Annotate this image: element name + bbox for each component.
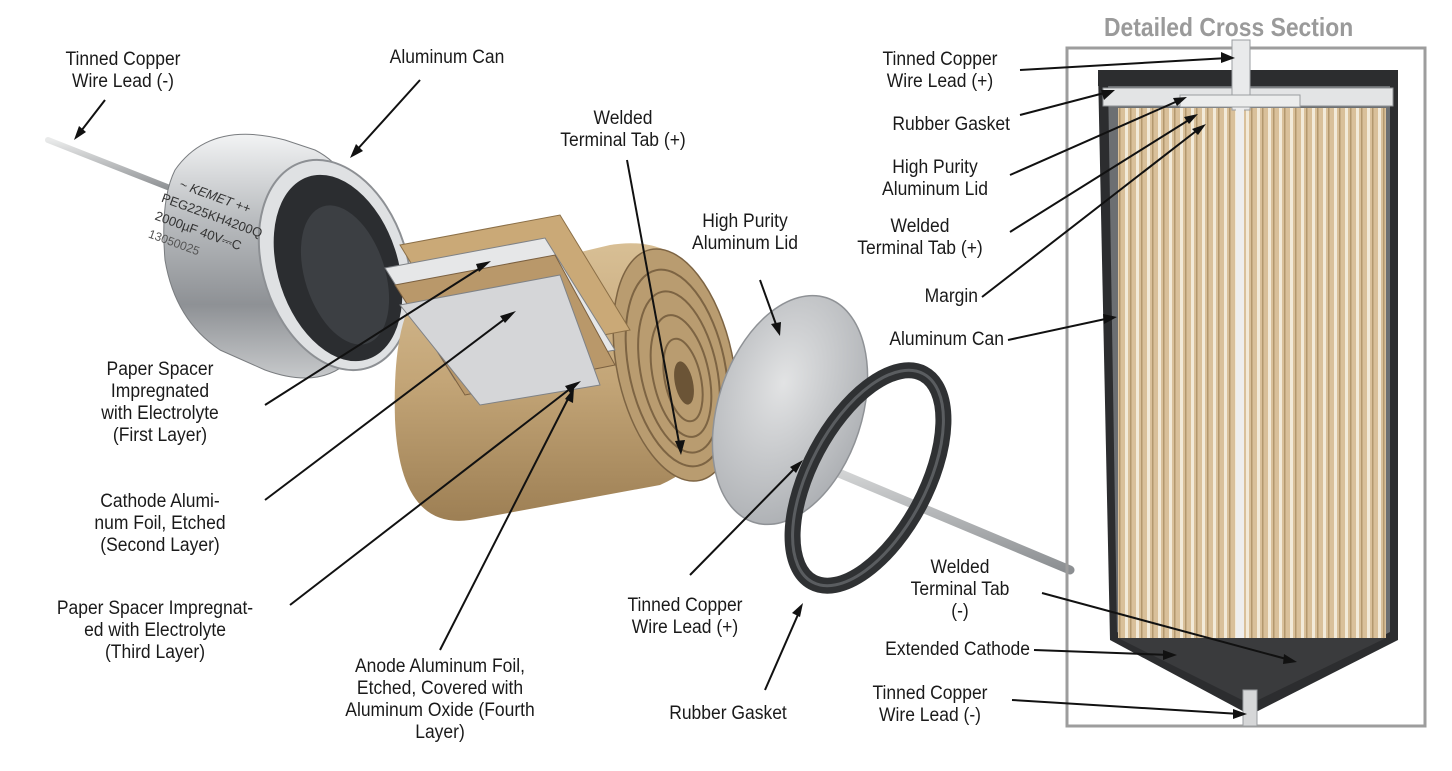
- aluminum-lid-disk: [711, 294, 869, 526]
- leader-cs-rubber-gasket: [1019, 91, 1109, 116]
- label-lead-positive: Tinned Copper Wire Lead (+): [627, 595, 743, 638]
- cross-section-title: Detailed Cross Section: [1104, 12, 1354, 42]
- cs-label-aluminum-lid: High Purity Aluminum Lid: [882, 157, 988, 200]
- cs-label-margin: Margin: [924, 286, 978, 307]
- leader-anode-fourth: [439, 394, 571, 651]
- leader-paper-third: [289, 384, 576, 606]
- label-lead-negative: Tinned Copper Wire Lead (-): [65, 49, 181, 92]
- cs-label-welded-tab-positive: Welded Terminal Tab (+): [857, 216, 983, 259]
- leader-cs-lead-negative: [1011, 699, 1241, 715]
- label-paper-first: Paper Spacer Impregnated with Electrolyt…: [101, 359, 219, 446]
- label-paper-third: Paper Spacer Impregnat- ed with Electrol…: [56, 598, 254, 663]
- aluminum-can-body: [163, 133, 413, 379]
- label-rubber-gasket: Rubber Gasket: [669, 703, 787, 724]
- leader-cs-extended-cathode: [1033, 649, 1171, 656]
- leader-aluminum-lid: [759, 279, 779, 331]
- cs-label-lead-negative: Tinned Copper Wire Lead (-): [872, 683, 988, 726]
- cs-label-rubber-gasket: Rubber Gasket: [892, 114, 1010, 135]
- cs-label-extended-cathode: Extended Cathode: [885, 639, 1030, 660]
- leader-cs-margin: [981, 127, 1201, 298]
- label-anode-fourth: Anode Aluminum Foil, Etched, Covered wit…: [345, 656, 535, 743]
- rubber-gasket-ring: [784, 362, 952, 594]
- label-aluminum-lid: High Purity Aluminum Lid: [692, 211, 798, 254]
- leader-cs-welded-tab-positive: [1009, 117, 1193, 233]
- leader-cs-aluminum-can: [1007, 317, 1111, 341]
- leader-rubber-gasket: [764, 609, 801, 691]
- leader-cs-aluminum-lid: [1009, 99, 1181, 176]
- cs-label-welded-tab-negative: Welded Terminal Tab (-): [910, 557, 1010, 622]
- leader-lead-positive: [689, 464, 799, 576]
- leader-lines: [77, 57, 1291, 715]
- label-aluminum-can: Aluminum Can: [389, 47, 505, 68]
- leader-cs-lead-positive: [1019, 57, 1229, 71]
- leader-cathode-second: [264, 314, 511, 501]
- cs-label-lead-positive: Tinned Copper Wire Lead (+): [882, 49, 998, 92]
- label-welded-tab-positive: Welded Terminal Tab (+): [560, 108, 686, 151]
- leader-cs-welded-tab-negative: [1041, 592, 1291, 661]
- leader-paper-first: [264, 264, 486, 406]
- cross-section-capacitor: [1098, 39, 1398, 727]
- cs-label-aluminum-can: Aluminum Can: [889, 329, 1004, 350]
- label-cathode-second: Cathode Alumi- num Foil, Etched (Second …: [94, 491, 226, 556]
- leader-welded-tab-positive: [626, 159, 681, 449]
- leader-aluminum-can: [354, 79, 421, 153]
- left-wire-lead: [45, 137, 178, 193]
- leader-arrowheads: [74, 52, 1297, 719]
